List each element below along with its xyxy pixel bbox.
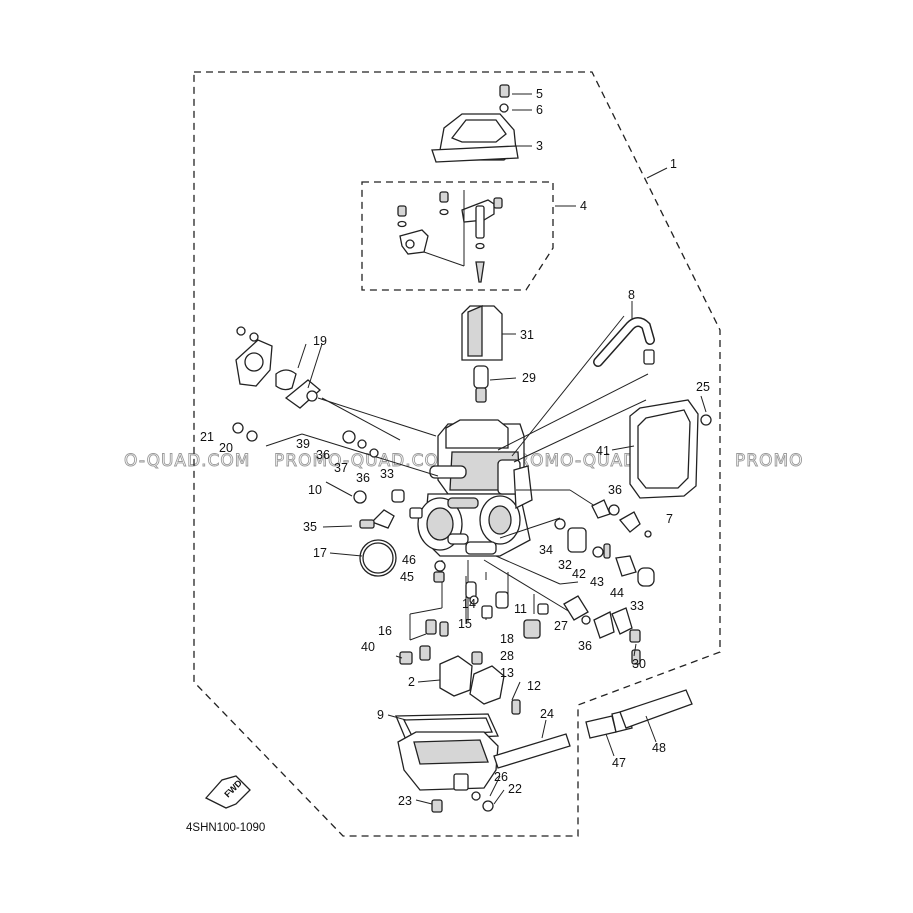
callout-36-d: 36 xyxy=(578,639,592,653)
callout-44: 44 xyxy=(610,586,624,600)
callout-20: 20 xyxy=(219,441,233,455)
callout-4: 4 xyxy=(580,199,587,213)
callout-1: 1 xyxy=(670,157,677,171)
callout-17: 17 xyxy=(313,546,327,560)
callout-26: 26 xyxy=(494,770,508,784)
right-small-parts xyxy=(425,499,655,643)
carburetor-top-cover xyxy=(431,84,519,163)
callout-42: 42 xyxy=(572,567,586,581)
vent-hose xyxy=(593,317,655,367)
leader-lines xyxy=(265,315,649,641)
watermark-text-2: PROMO-QUAD.COM xyxy=(274,451,455,471)
vent-cover xyxy=(629,399,699,499)
callout-15: 15 xyxy=(458,617,472,631)
callout-39: 39 xyxy=(296,437,310,451)
watermark-text-1: O-QUAD.COM xyxy=(124,451,250,471)
callout-28: 28 xyxy=(500,649,514,663)
callout-31: 31 xyxy=(520,328,534,342)
callout-35: 35 xyxy=(303,520,317,534)
callout-19: 19 xyxy=(313,334,327,348)
assembly-boundary xyxy=(193,71,721,837)
callout-numbers: 1 2 3 4 5 6 7 8 9 10 11 12 13 14 15 16 1… xyxy=(200,87,710,808)
callout-21: 21 xyxy=(200,430,214,444)
callout-10: 10 xyxy=(308,483,322,497)
callout-8: 8 xyxy=(628,288,635,302)
callout-18: 18 xyxy=(500,632,514,646)
callout-41: 41 xyxy=(596,444,610,458)
callout-36-a: 36 xyxy=(316,448,330,462)
left-small-parts xyxy=(342,430,446,583)
callout-11: 11 xyxy=(514,602,527,616)
callout-45: 45 xyxy=(400,570,414,584)
callout-3: 3 xyxy=(536,139,543,153)
throttle-slide xyxy=(461,305,503,403)
callout-5: 5 xyxy=(536,87,543,101)
callout-36-b: 36 xyxy=(356,471,370,485)
callout-24: 24 xyxy=(540,707,554,721)
callout-12: 12 xyxy=(527,679,541,693)
callout-40: 40 xyxy=(361,640,375,654)
callout-14: 14 xyxy=(462,597,476,611)
callout-34: 34 xyxy=(539,543,553,557)
callout-36-c: 36 xyxy=(608,483,622,497)
carburetor-body xyxy=(417,419,533,557)
callout-30: 30 xyxy=(632,657,646,671)
callout-48: 48 xyxy=(652,741,666,755)
watermark-text-4: PROMO xyxy=(735,451,804,471)
callout-9: 9 xyxy=(377,708,384,722)
callout-33-left: 33 xyxy=(380,467,394,481)
callout-37: 37 xyxy=(334,461,348,475)
callout-33-right: 33 xyxy=(630,599,644,613)
diagram-code: 4SHN100-1090 xyxy=(186,822,265,834)
callout-23: 23 xyxy=(398,794,412,808)
callout-43: 43 xyxy=(590,575,604,589)
callout-16: 16 xyxy=(378,624,392,638)
forward-arrow-icon: FWD xyxy=(204,775,251,809)
accelerator-pump-cover xyxy=(232,326,401,442)
callout-7: 7 xyxy=(666,512,673,526)
callout-22: 22 xyxy=(508,782,522,796)
callout-46: 46 xyxy=(402,553,416,567)
callout-47: 47 xyxy=(612,756,626,770)
callout-27: 27 xyxy=(554,619,568,633)
callout-32: 32 xyxy=(558,558,572,572)
callout-leaders xyxy=(297,93,707,805)
callout-6: 6 xyxy=(536,103,543,117)
callout-29: 29 xyxy=(522,371,536,385)
float-bowl-assembly xyxy=(395,414,712,813)
callout-13: 13 xyxy=(500,666,514,680)
callout-2: 2 xyxy=(408,675,415,689)
jet-needle-assembly xyxy=(397,190,503,283)
needle-subassembly-boundary xyxy=(361,181,554,291)
tube-parts xyxy=(493,689,693,769)
callout-25: 25 xyxy=(696,380,710,394)
